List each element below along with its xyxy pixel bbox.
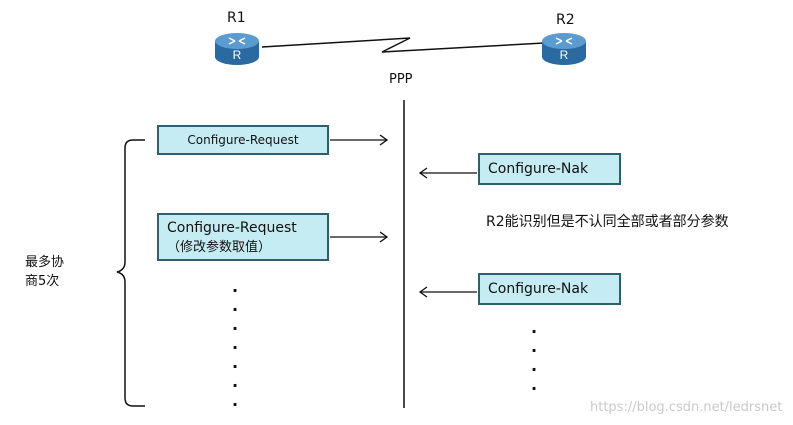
watermark: https://blog.csdn.net/ledrsnet — [590, 400, 783, 415]
router-label-r1: R1 — [227, 10, 246, 26]
router-icon: R — [215, 33, 259, 65]
continuation-dots-right: .... — [531, 318, 538, 394]
request-arrow — [330, 134, 389, 146]
configure-nak-box: Configure-Nak — [478, 273, 621, 305]
svg-text:R: R — [560, 48, 569, 62]
continuation-dots-left: ....... — [232, 277, 239, 410]
message-label: Configure-Nak — [488, 281, 589, 297]
router-label-r2: R2 — [556, 12, 575, 28]
nak-arrow — [418, 167, 477, 179]
message-sublabel: （修改参数取值） — [167, 240, 272, 255]
message-label: Configure-Nak — [488, 161, 589, 177]
r2-note: R2能识别但是不认同全部或者部分参数 — [486, 214, 729, 230]
left-bracket — [116, 139, 145, 407]
configure-request-box: Configure-Request — [157, 125, 329, 155]
configure-nak-box: Configure-Nak — [478, 153, 621, 185]
bracket-label-line2: 商5次 — [25, 274, 60, 289]
svg-text:R: R — [233, 48, 242, 62]
ppp-label: PPP — [389, 72, 413, 87]
nak-arrow — [418, 286, 477, 298]
ppp-link — [261, 37, 545, 53]
request-arrow — [330, 231, 389, 243]
configure-request-modified-box: Configure-Request （修改参数取值） — [157, 213, 329, 261]
bracket-label: 最多协 商5次 — [25, 253, 64, 291]
message-label: Configure-Request — [167, 220, 297, 236]
bracket-label-line1: 最多协 — [25, 255, 65, 270]
message-label: Configure-Request — [187, 133, 299, 147]
router-icon: R — [542, 33, 586, 65]
